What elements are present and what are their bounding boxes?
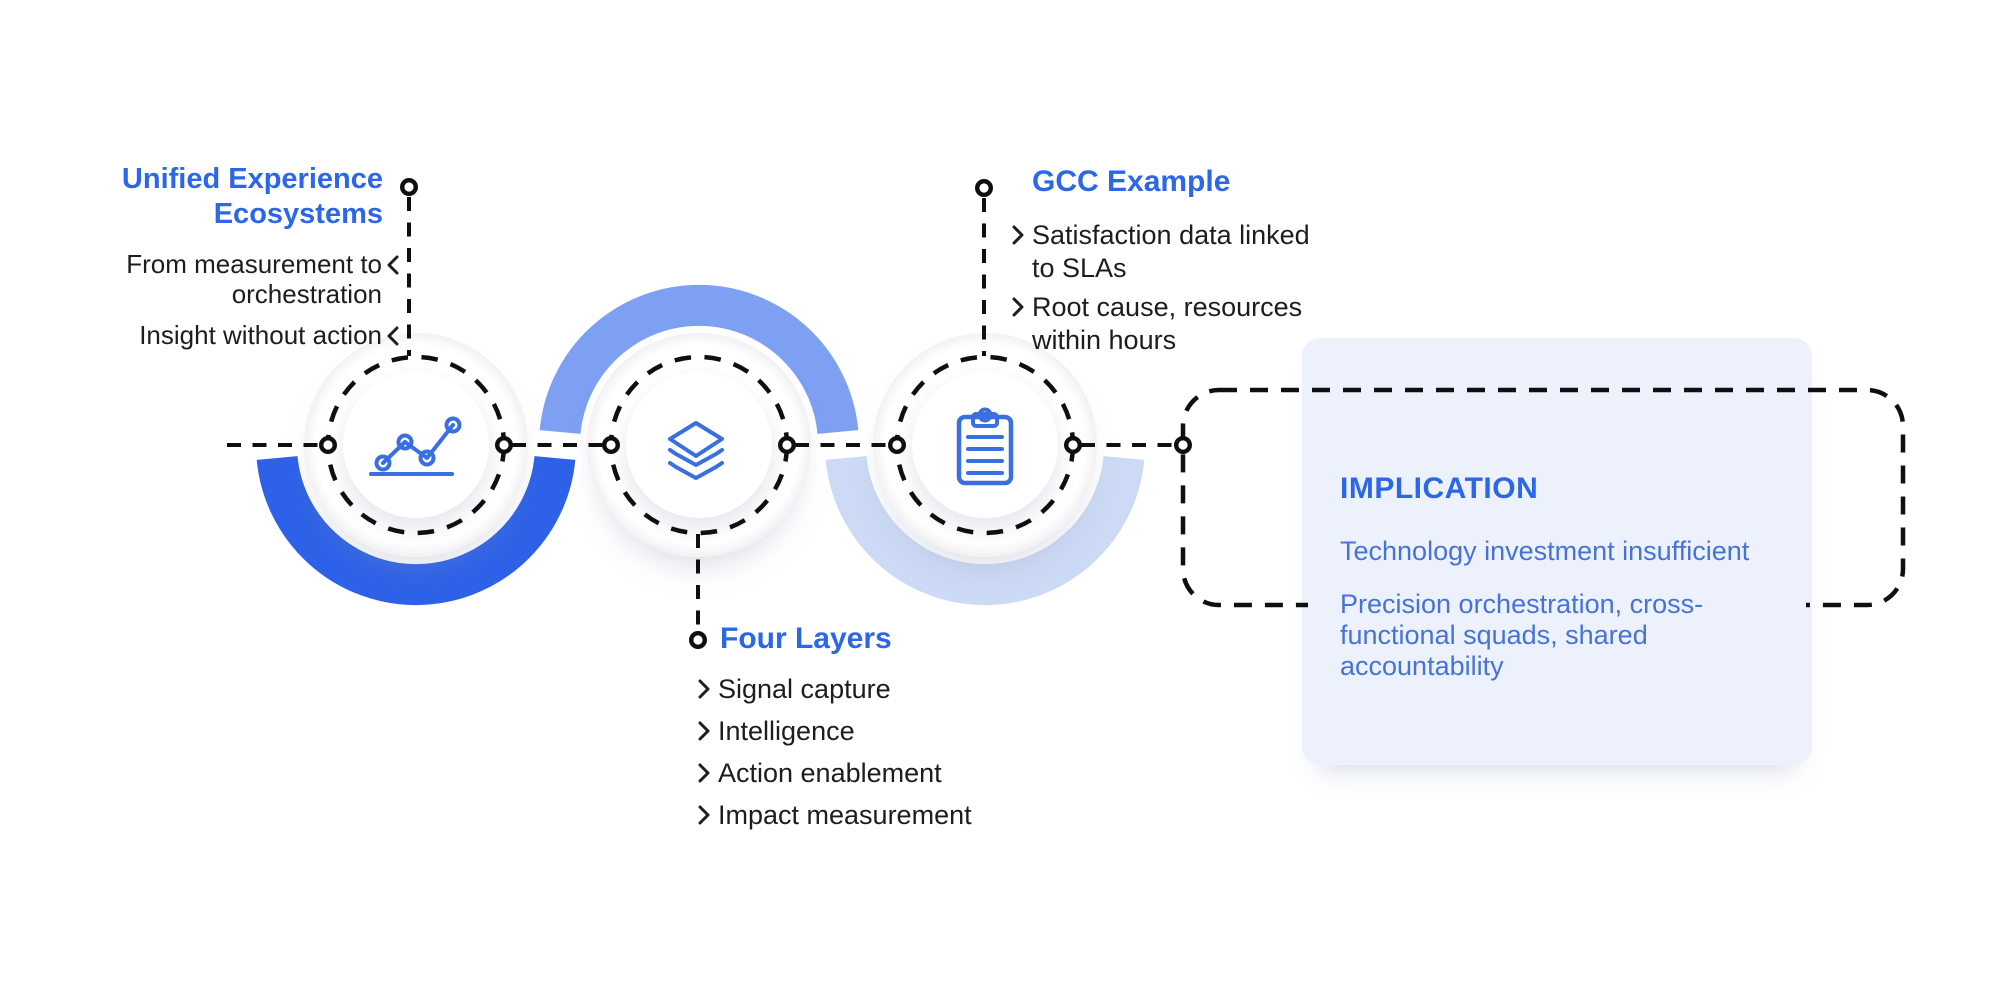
callout-items-gcc: Satisfaction data linked to SLAs Root ca…: [1011, 219, 1310, 363]
clipboard-icon: [956, 407, 1014, 486]
line-chart-icon: [369, 416, 462, 476]
chevron-right-icon: [698, 805, 710, 825]
chevron-right-icon: [1012, 225, 1024, 245]
list-item-label: Intelligence: [718, 716, 855, 746]
list-item: Root cause, resources within hours: [1011, 291, 1310, 357]
list-item: Satisfaction data linked to SLAs: [1011, 219, 1310, 285]
list-item: Intelligence: [697, 715, 972, 747]
milestone-circle-layers: [587, 333, 811, 557]
chevron-right-icon: [698, 679, 710, 699]
list-item: Insight without action: [45, 320, 400, 350]
chevron-left-icon: [387, 326, 399, 346]
layers-icon: [668, 421, 724, 480]
list-item-line: to SLAs: [1032, 253, 1127, 283]
list-item: Impact measurement: [697, 799, 972, 831]
implication-title: IMPLICATION: [1340, 472, 1539, 505]
list-item-label: Action enablement: [718, 758, 942, 788]
callout-items-unified: From measurement to orchestration Insigh…: [45, 249, 400, 361]
callout-marker-four-layers: [689, 631, 708, 650]
callout-marker-gcc: [975, 178, 994, 197]
implication-paragraph: Technology investment insufficient: [1340, 536, 1750, 566]
list-item-line: within hours: [1032, 325, 1177, 355]
callout-title-four-layers: Four Layers: [720, 622, 892, 655]
list-item: Signal capture: [697, 673, 972, 705]
chevron-right-icon: [698, 763, 710, 783]
list-item: Action enablement: [697, 757, 972, 789]
callout-items-four-layers: Signal capture Intelligence Action enabl…: [697, 673, 972, 841]
list-item-line: Root cause, resources: [1032, 292, 1303, 322]
list-item-label: Signal capture: [718, 674, 891, 704]
list-item-line: Insight without action: [139, 320, 382, 350]
list-item-line: orchestration: [231, 279, 382, 309]
chevron-right-icon: [698, 721, 710, 741]
milestone-circle-report: [873, 333, 1097, 557]
list-item-line: From measurement to: [126, 249, 382, 279]
milestone-circle-measurement: [304, 333, 528, 557]
spine-node: [1173, 436, 1192, 455]
chevron-left-icon: [387, 255, 399, 275]
list-item-label: Impact measurement: [718, 800, 972, 830]
callout-title-gcc: GCC Example: [1032, 165, 1231, 198]
chevron-right-icon: [1012, 297, 1024, 317]
list-item-line: Satisfaction data linked: [1032, 220, 1310, 250]
callout-marker-unified: [400, 177, 419, 196]
list-item: From measurement to orchestration: [45, 249, 400, 309]
implication-paragraph: Precision orchestration, cross-functiona…: [1340, 589, 1704, 681]
callout-title-unified: Unified Experience Ecosystems: [121, 163, 383, 230]
